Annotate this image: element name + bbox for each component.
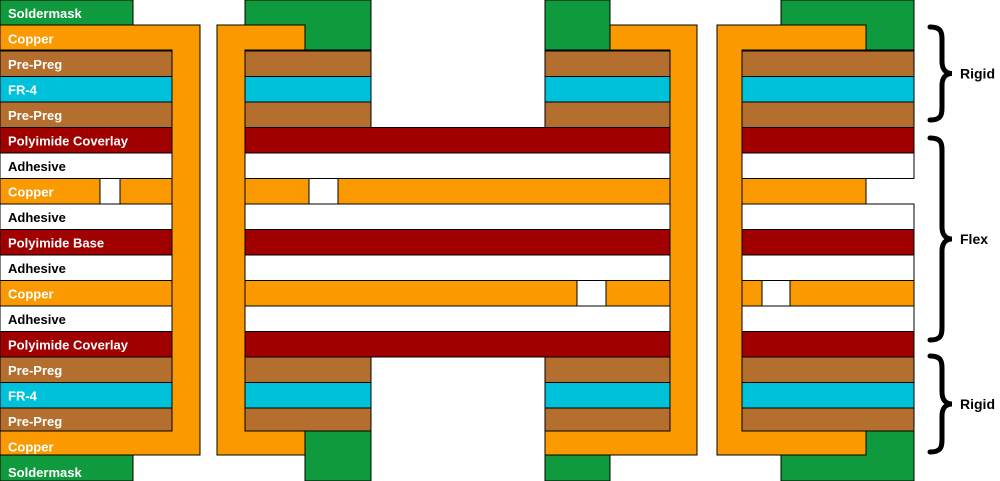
layer-band-adhesive xyxy=(0,254,173,281)
layer-band-prepreg xyxy=(544,356,671,383)
layer-band-fr4 xyxy=(244,382,372,409)
soldermask-pad xyxy=(544,0,611,51)
copper-shapes xyxy=(0,24,915,456)
layer-band-polyimide xyxy=(741,127,915,154)
layer-band-fr4 xyxy=(741,76,915,103)
curly-brace-bracket xyxy=(927,135,953,343)
layer-label: Copper xyxy=(8,286,54,301)
curly-brace-bracket xyxy=(927,24,953,123)
curly-brace-bracket xyxy=(927,353,953,455)
layer-label: Copper xyxy=(8,439,54,454)
inner-copper-trace xyxy=(605,280,671,307)
layer-band-adhesive xyxy=(244,254,671,281)
layer-band-prepreg xyxy=(741,407,915,434)
layer-label: Copper xyxy=(8,31,54,46)
layer-band-polyimide xyxy=(741,331,915,358)
inner-copper-trace xyxy=(244,178,310,205)
plated-via-right-wall xyxy=(216,24,306,456)
layer-band-adhesive xyxy=(244,152,671,179)
layer-label: Polyimide Base xyxy=(8,235,104,250)
inner-copper-trace xyxy=(741,178,867,205)
layer-label: FR-4 xyxy=(8,82,38,97)
inner-copper-trace xyxy=(119,178,173,205)
plated-via-left-wall xyxy=(0,24,201,456)
group-label: Rigid xyxy=(960,396,995,412)
layer-band-prepreg xyxy=(244,101,372,128)
layer-band-fr4 xyxy=(741,382,915,409)
layer-label: Adhesive xyxy=(8,210,66,225)
layer-label: Adhesive xyxy=(8,312,66,327)
layer-band-prepreg xyxy=(741,50,915,77)
layer-label: Adhesive xyxy=(8,261,66,276)
plated-via-left-wall xyxy=(544,24,698,456)
soldermask-pad xyxy=(304,430,372,481)
layer-band-prepreg xyxy=(544,101,671,128)
layer-band-adhesive xyxy=(741,305,915,332)
layer-label: Pre-Preg xyxy=(8,108,62,123)
layer-band-prepreg xyxy=(741,101,915,128)
background-shapes xyxy=(0,0,915,481)
layer-band-fr4 xyxy=(544,382,671,409)
layer-label: Pre-Preg xyxy=(8,363,62,378)
layer-band-polyimide xyxy=(244,331,671,358)
layer-band-polyimide xyxy=(0,127,173,154)
inner-copper-trace xyxy=(0,280,173,307)
plated-via-right-wall xyxy=(716,24,867,456)
group-label: Flex xyxy=(960,231,988,247)
group-label: Rigid xyxy=(960,66,995,82)
layer-band-adhesive xyxy=(244,305,671,332)
copper-gap xyxy=(99,178,121,205)
layer-band-polyimide xyxy=(741,229,915,256)
layer-label: FR-4 xyxy=(8,388,38,403)
layer-band-fr4 xyxy=(0,76,173,103)
inner-copper-trace xyxy=(244,280,578,307)
layer-band-prepreg xyxy=(244,50,372,77)
layer-label: Pre-Preg xyxy=(8,57,62,72)
layer-labels: SoldermaskCopperPre-PregFR-4Pre-PregPoly… xyxy=(8,6,129,480)
layer-band-adhesive xyxy=(741,203,915,230)
layer-band-fr4 xyxy=(244,76,372,103)
layer-band-prepreg xyxy=(741,356,915,383)
layer-label: Adhesive xyxy=(8,159,66,174)
layer-band-prepreg xyxy=(544,407,671,434)
inner-copper-trace xyxy=(789,280,915,307)
layer-label: Pre-Preg xyxy=(8,414,62,429)
layer-band-fr4 xyxy=(544,76,671,103)
layer-label: Polyimide Coverlay xyxy=(8,337,129,352)
layer-band-prepreg xyxy=(244,356,372,383)
layer-band-adhesive xyxy=(741,254,915,281)
layer-band-adhesive xyxy=(244,203,671,230)
layer-band-polyimide xyxy=(0,229,173,256)
inner-copper-trace xyxy=(741,280,763,307)
layer-band-polyimide xyxy=(244,127,671,154)
layer-band-polyimide xyxy=(244,229,671,256)
layer-band-prepreg xyxy=(544,50,671,77)
layer-label: Soldermask xyxy=(8,6,82,21)
layer-band-prepreg xyxy=(0,356,173,383)
layer-label: Copper xyxy=(8,184,54,199)
layer-band-polyimide xyxy=(0,331,173,358)
layer-label: Soldermask xyxy=(8,465,82,480)
layer-band-adhesive xyxy=(741,152,915,179)
layer-band-adhesive xyxy=(0,203,173,230)
layer-band-adhesive xyxy=(0,152,173,179)
layer-band-prepreg xyxy=(244,407,372,434)
inner-copper-trace xyxy=(0,178,101,205)
inner-copper-trace xyxy=(337,178,671,205)
layer-label: Polyimide Coverlay xyxy=(8,133,129,148)
layer-band-fr4 xyxy=(0,382,173,409)
